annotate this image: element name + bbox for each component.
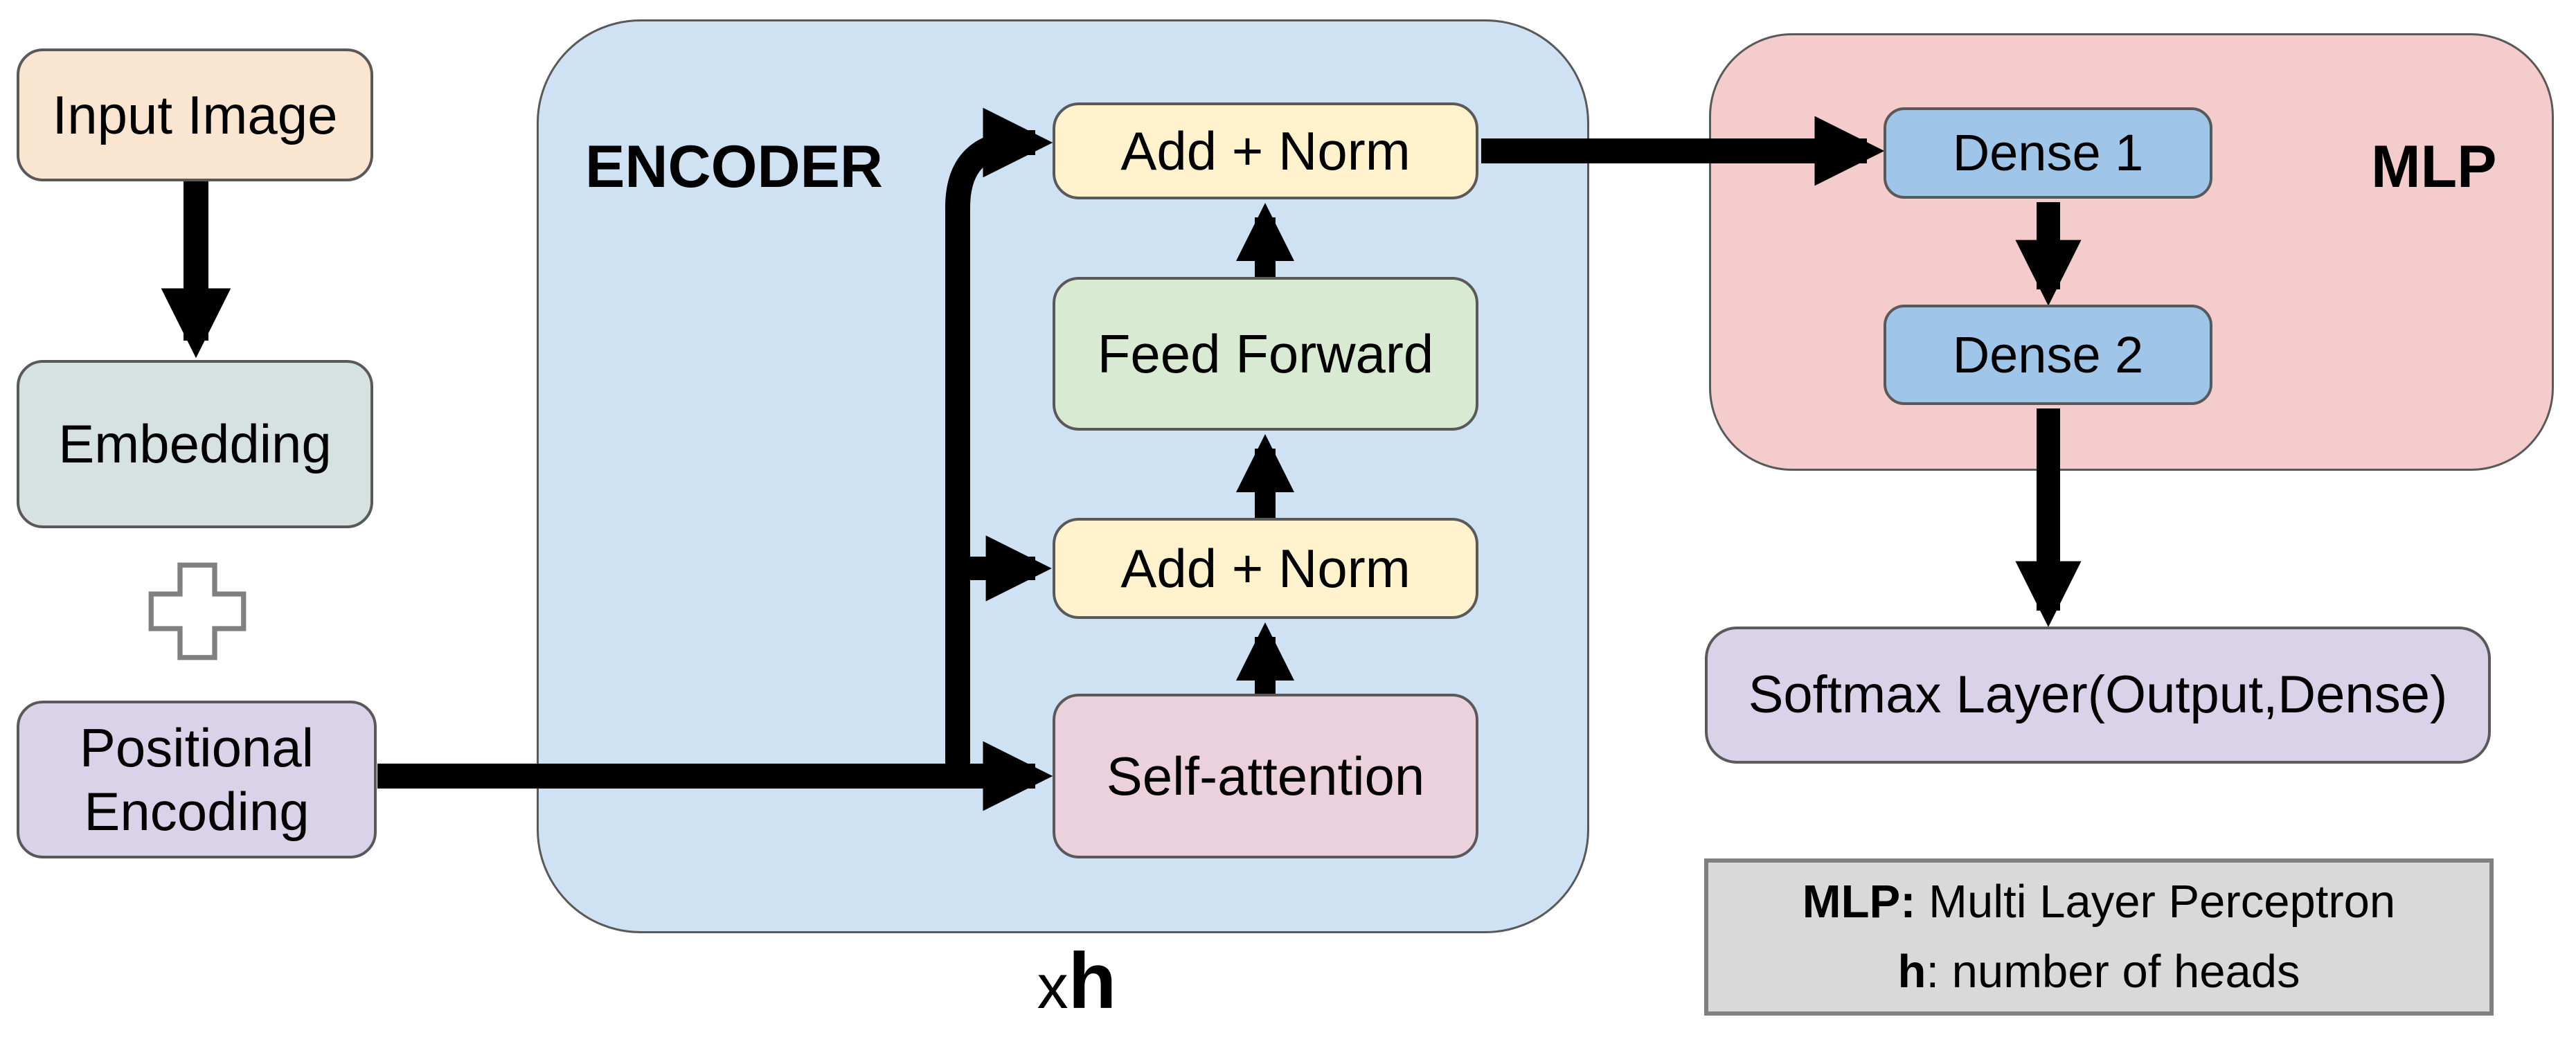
add-norm-upper-node: Add + Norm (1053, 102, 1478, 199)
arrow-skip-to-upper-add-norm (945, 107, 1053, 776)
legend-def-h: : number of heads (1926, 945, 2300, 998)
legend-box: MLP: Multi Layer Perceptron h: number of… (1704, 858, 2494, 1016)
dense1-node: Dense 1 (1884, 107, 2212, 199)
input-image-node: Input Image (17, 48, 373, 181)
legend-line-h: h: number of heads (1898, 937, 2300, 1007)
plus-icon (148, 562, 247, 660)
repeat-x: x (1037, 953, 1068, 1022)
repeat-count-label: xh (966, 936, 1188, 1027)
legend-def-mlp: Multi Layer Perceptron (1915, 876, 2396, 928)
legend-line-mlp: MLP: Multi Layer Perceptron (1803, 867, 2395, 937)
legend-term-h: h (1897, 945, 1926, 998)
encoder-title: ENCODER (585, 134, 884, 200)
feed-forward-node: Feed Forward (1053, 277, 1478, 431)
repeat-h: h (1068, 937, 1117, 1025)
mlp-title: MLP (2371, 134, 2497, 200)
self-attention-node: Self-attention (1053, 694, 1478, 858)
embedding-node: Embedding (17, 360, 373, 528)
softmax-node: Softmax Layer(Output,Dense) (1705, 627, 2491, 764)
dense2-node: Dense 2 (1884, 305, 2212, 405)
positional-encoding-node: Positional Encoding (17, 701, 377, 858)
add-norm-lower-node: Add + Norm (1053, 518, 1478, 619)
legend-term-mlp: MLP: (1802, 876, 1916, 928)
